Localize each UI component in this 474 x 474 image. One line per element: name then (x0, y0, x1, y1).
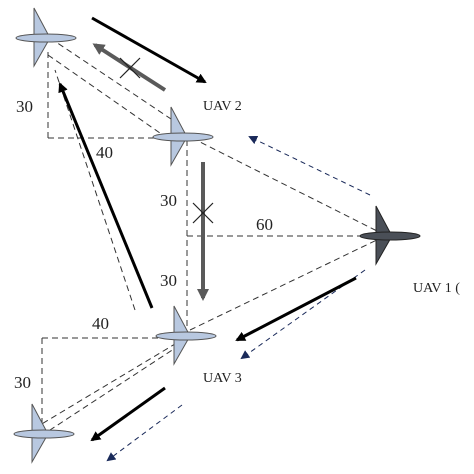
distance-label-mid-upper-30: 30 (160, 191, 177, 210)
arrow-uav3-to-top (58, 82, 154, 309)
distance-label-lower-40: 40 (92, 314, 109, 333)
dashed-arrow-to-bottom (106, 404, 183, 462)
arrow-to-bottom-uav (90, 386, 166, 442)
dashed-arrows (106, 135, 371, 462)
delta-wing-aircraft-icon (155, 305, 217, 366)
distance-label-top-left: 30 (16, 97, 33, 116)
cross-mark-icon (192, 202, 214, 224)
distance-label-upper-40: 40 (96, 143, 113, 162)
aircraft-bottom-left (13, 403, 75, 464)
dashed-link-top-offset (47, 54, 171, 141)
aircraft-top-left (15, 7, 77, 68)
black-arrows (58, 16, 357, 442)
dashed-link-uav3-to-uav1 (189, 235, 386, 331)
dashed-link-uav3-to-bottom-offset (49, 344, 181, 431)
delta-wing-aircraft-icon (359, 205, 421, 266)
arrow-top-to-uav2 (91, 16, 207, 84)
dashed-link-uav2-to-uav1 (191, 137, 386, 236)
cross-mark-icon (119, 57, 141, 79)
dashed-links (39, 37, 386, 431)
dashed-arrow-to-uav2 (248, 135, 371, 196)
distance-label-60: 60 (256, 215, 273, 234)
delta-wing-aircraft-icon (15, 7, 77, 68)
dashed-arrow-to-uav3 (240, 269, 366, 360)
aircraft-uav1 (359, 205, 421, 266)
arrow-uav1-to-uav3 (235, 276, 357, 342)
uav3-label: UAV 3 (203, 371, 242, 386)
distance-label-bottom-left: 30 (14, 373, 31, 392)
cross-marks (119, 57, 214, 224)
uav2-label: UAV 2 (203, 99, 242, 114)
aircraft-uav3 (155, 305, 217, 366)
dashed-link-uav3-to-bottom (39, 337, 186, 426)
distance-label-mid-lower-30: 30 (160, 271, 177, 290)
uav1-label: UAV 1 ( (413, 281, 460, 296)
aircraft-uav2 (152, 106, 214, 167)
delta-wing-aircraft-icon (152, 106, 214, 167)
delta-wing-aircraft-icon (13, 403, 75, 464)
dashed-link-uav3-to-top (54, 69, 136, 311)
dashed-link-top-to-uav2 (49, 37, 181, 126)
